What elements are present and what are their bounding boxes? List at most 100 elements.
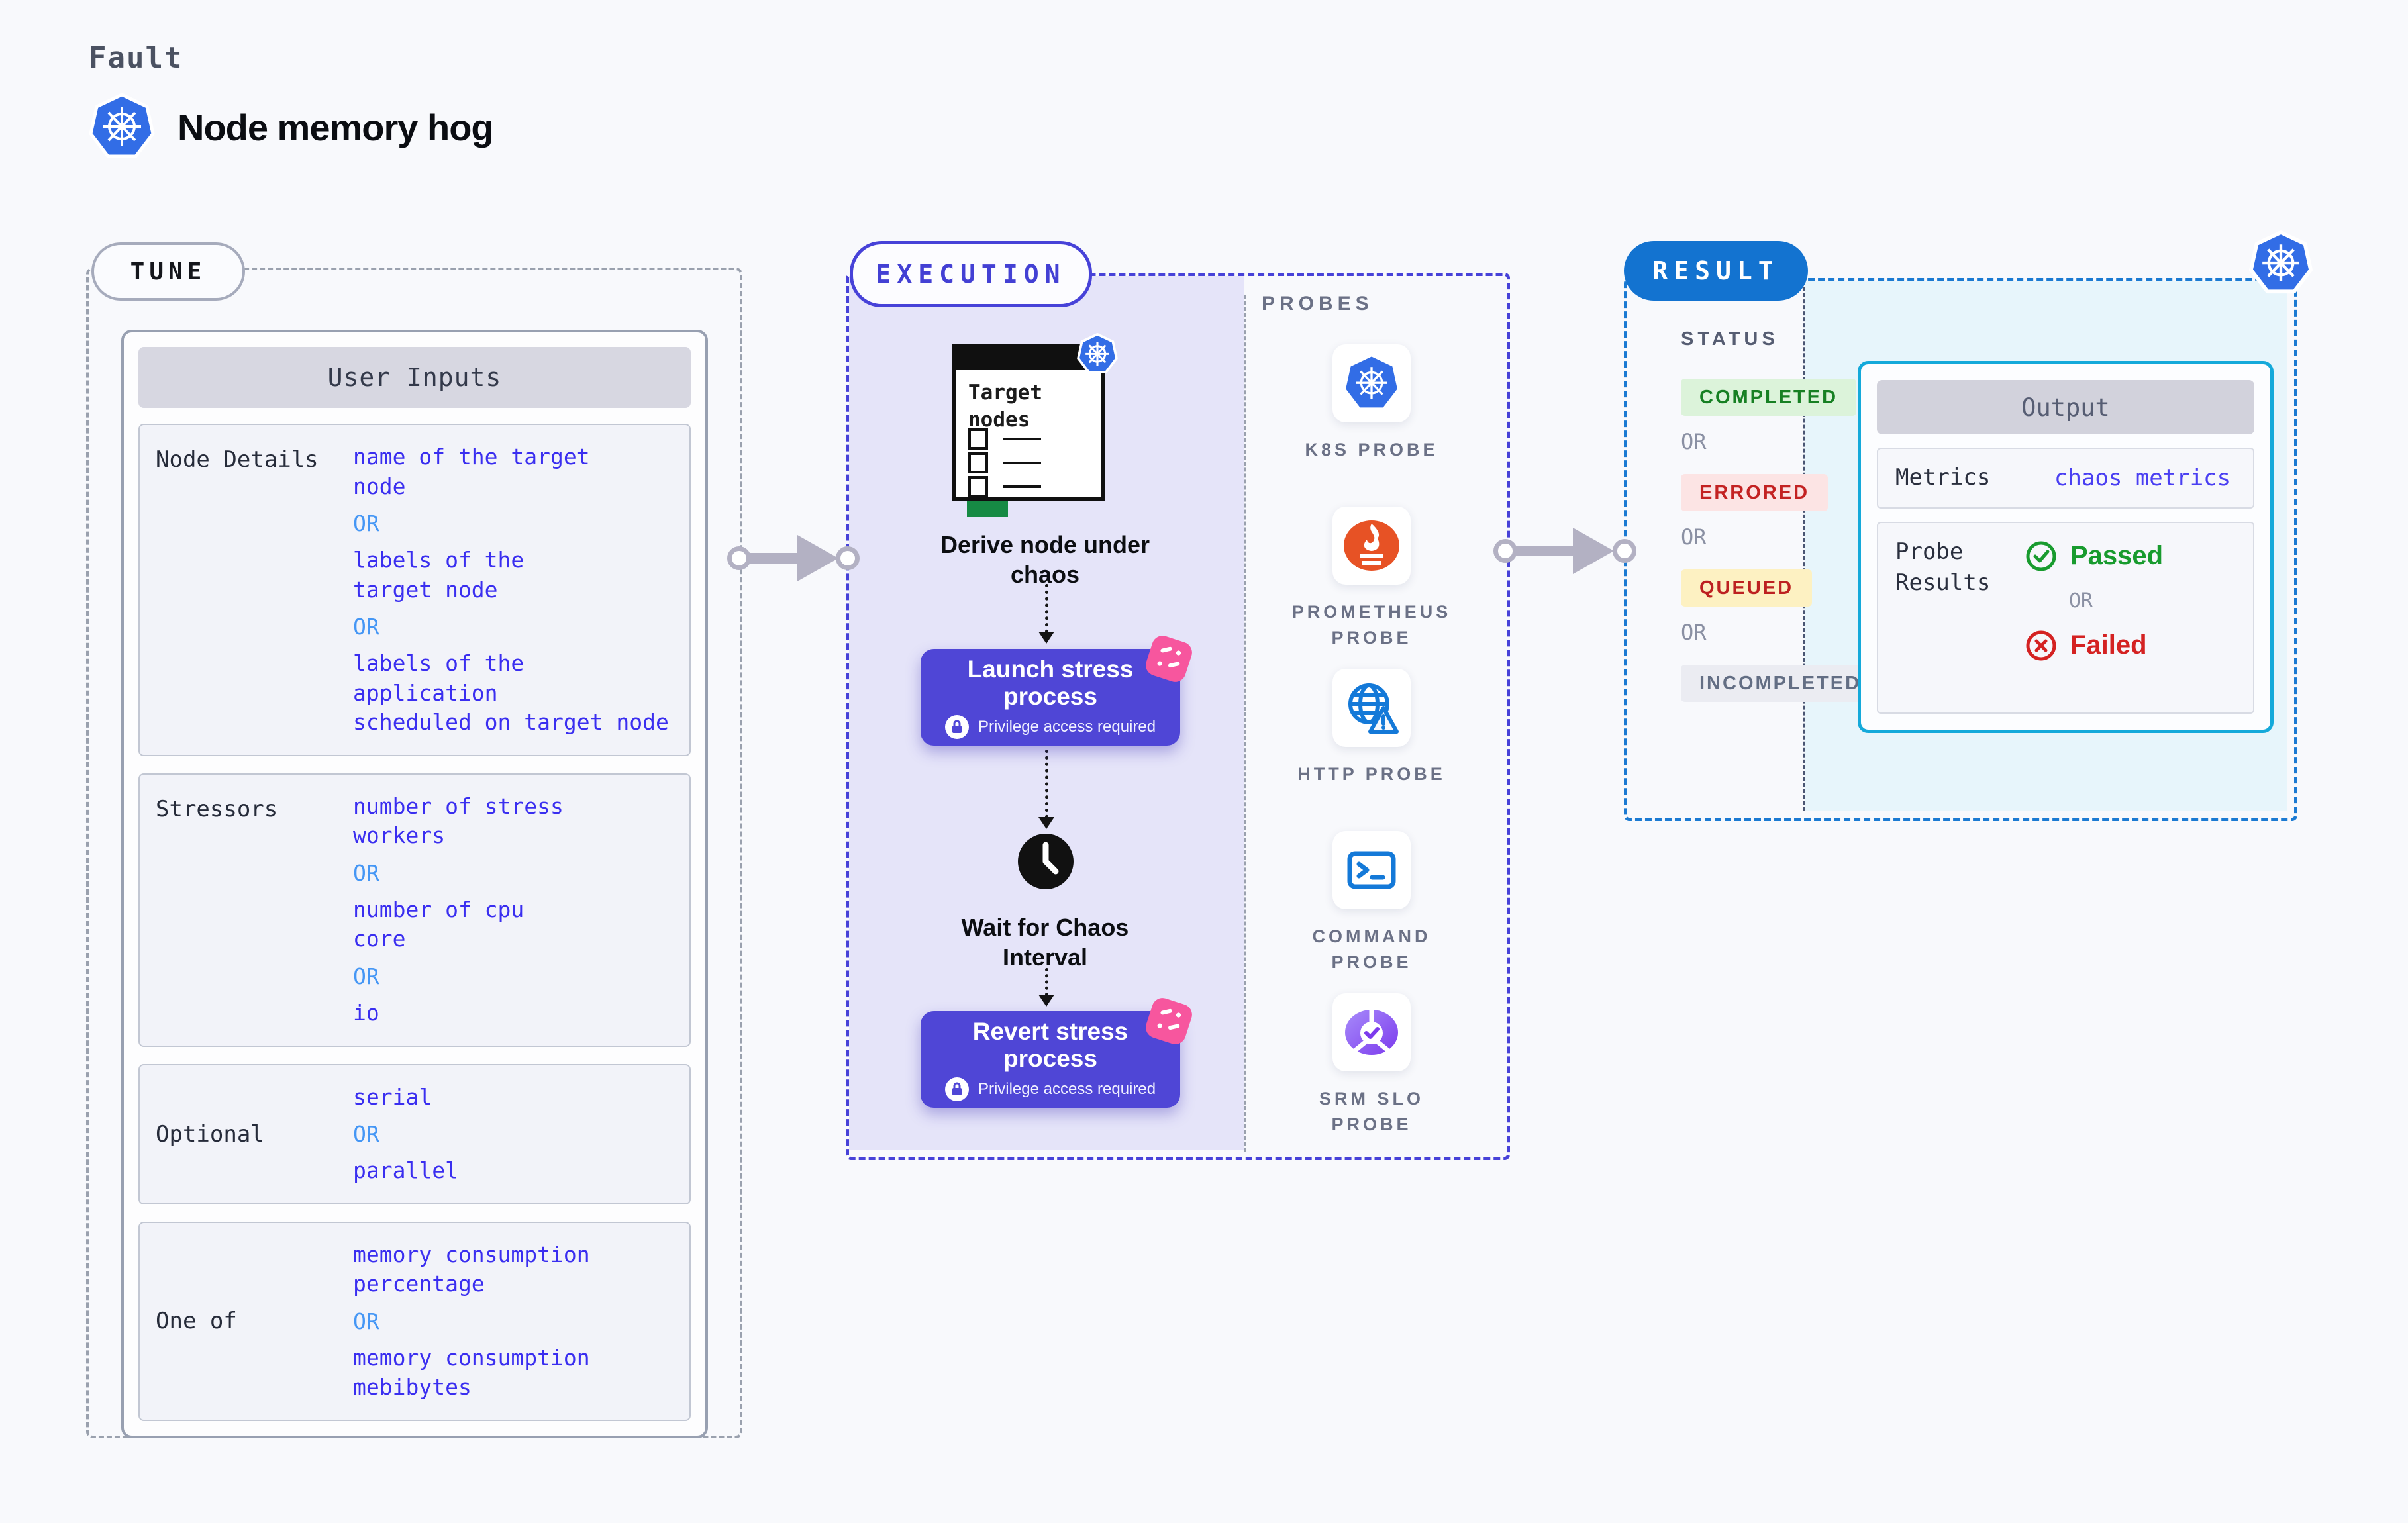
or-separator: OR: [353, 511, 379, 537]
arrow-endpoint: [1493, 539, 1517, 563]
execution-panel: [846, 273, 1510, 1160]
prometheus-icon: [1344, 520, 1399, 571]
target-nodes-card: Target nodes: [952, 333, 1118, 517]
lock-icon: [944, 715, 969, 740]
user-inputs-title: User Inputs: [138, 347, 691, 408]
privilege-text: Privilege access required: [978, 1080, 1156, 1099]
probe-results-row: Probe Results Passed OR Faile: [1877, 521, 2254, 714]
privilege-note: Privilege access required: [944, 1077, 1156, 1102]
line: [1003, 462, 1041, 464]
row-value: number of cpu core: [353, 896, 525, 952]
page-title: Node memory hog: [177, 106, 494, 148]
arrow-line: [1045, 750, 1048, 818]
kubernetes-icon: [2249, 230, 2313, 300]
or-separator: OR: [2069, 589, 2093, 613]
row-value: memory consumption mebibytes: [353, 1344, 590, 1400]
x-circle-icon: [2026, 630, 2056, 661]
passed-item: Passed: [2025, 540, 2163, 572]
chaos-icon: [1142, 995, 1195, 1048]
result-divider: [1803, 281, 1805, 811]
probe-label: COMMAND PROBE: [1312, 926, 1431, 973]
row-value: memory consumption percentage: [353, 1241, 590, 1297]
wait-clock-icon: [1017, 833, 1074, 893]
arrow-endpoint: [727, 546, 751, 570]
prometheus-probe-card: [1332, 507, 1411, 585]
arrow-head: [1573, 528, 1614, 574]
fault-eyebrow: Fault: [89, 41, 183, 75]
checkbox-icon: [968, 476, 988, 497]
arrow-head: [1038, 817, 1054, 829]
srm-slo-icon: [1345, 1010, 1398, 1055]
node-checklist-item: [968, 428, 1041, 450]
node-checklist-item: [968, 476, 1041, 497]
probe-label: SRM SLO PROBE: [1319, 1089, 1424, 1135]
execution-badge: EXECUTION: [850, 241, 1092, 307]
output-title: Output: [1877, 380, 2254, 434]
arrow-endpoint: [836, 546, 860, 570]
arrow-endpoint: [1613, 539, 1636, 563]
metrics-value: chaos metrics: [2054, 464, 2231, 491]
arrow-line: [1045, 584, 1048, 633]
row-label: Stressors: [156, 795, 278, 822]
revert-stress-process-step: Revert stress process Privilege access r…: [921, 995, 1195, 1108]
probe-label: K8S PROBE: [1305, 440, 1438, 460]
row-value: labels of the target node: [353, 547, 525, 603]
lock-icon: [944, 1077, 969, 1102]
status-heading: STATUS: [1681, 328, 1779, 350]
or-separator: OR: [353, 1308, 379, 1334]
kubernetes-icon: [1077, 333, 1118, 379]
row-value: number of stress workers: [353, 793, 564, 849]
checkbox-icon: [968, 452, 988, 473]
row-label: Optional: [156, 1120, 264, 1148]
globe-warning-icon: [1348, 683, 1399, 734]
http-probe-card: [1332, 669, 1411, 747]
launch-stress-process-step: Launch stress process Privilege access r…: [921, 632, 1195, 746]
output-card: Output Metrics chaos metrics Probe Resul…: [1858, 361, 2274, 733]
failed-label: Failed: [2070, 630, 2147, 660]
privilege-text: Privilege access required: [978, 718, 1156, 736]
row-label: One of: [156, 1308, 237, 1335]
user-inputs-card: User Inputs Node Details name of the tar…: [121, 330, 708, 1438]
arrow-line: [1045, 968, 1048, 996]
row-value: io: [353, 1000, 379, 1026]
row-value: serial: [353, 1083, 432, 1110]
table-row: Optional serial OR parallel: [138, 1063, 691, 1204]
dotted-arrow: [1036, 584, 1056, 644]
line: [1003, 438, 1041, 440]
arrow-head: [1038, 632, 1054, 644]
row-label: Node Details: [156, 446, 319, 473]
dotted-arrow: [1036, 968, 1056, 1007]
flow-arrow-tune-to-execution: [727, 535, 860, 581]
status-badge-queued: QUEUED: [1681, 569, 1813, 607]
node-checklist-item: [968, 452, 1041, 473]
probe-results-label: Probe Results: [1895, 538, 1991, 597]
card-titlebar: [956, 348, 1101, 370]
row-value: labels of the application scheduled on t…: [353, 650, 669, 736]
wait-caption: Wait for Chaos Interval: [961, 914, 1129, 971]
terminal-icon: [1347, 851, 1396, 889]
probe-label: PROMETHEUS PROBE: [1291, 602, 1452, 648]
arrow-head: [1038, 995, 1054, 1007]
step-title: Revert stress process: [972, 1017, 1129, 1072]
chaos-icon: [1142, 632, 1195, 685]
or-separator: OR: [353, 614, 379, 640]
step-title: Launch stress process: [967, 655, 1134, 710]
page-title-row: Node memory hog: [89, 93, 494, 162]
privilege-note: Privilege access required: [944, 715, 1156, 740]
row-value: name of the target node: [353, 444, 590, 499]
target-nodes-title: Target nodes: [968, 381, 1042, 432]
flow-arrow-execution-to-result: [1493, 528, 1636, 574]
metrics-row: Metrics chaos metrics: [1877, 448, 2254, 509]
tune-badge: TUNE: [91, 242, 245, 301]
srm-slo-probe-card: [1332, 993, 1411, 1071]
kubernetes-icon: [89, 93, 155, 158]
or-separator: OR: [353, 860, 379, 886]
result-badge: RESULT: [1624, 241, 1808, 301]
dotted-arrow: [1036, 750, 1056, 829]
user-inputs-rows: Node Details name of the target node OR …: [138, 424, 691, 1421]
k8s-probe-card: [1332, 344, 1411, 422]
status-badge-completed: COMPLETED: [1681, 379, 1857, 416]
or-separator: OR: [353, 963, 379, 990]
table-row: Stressors number of stress workers OR nu…: [138, 773, 691, 1047]
